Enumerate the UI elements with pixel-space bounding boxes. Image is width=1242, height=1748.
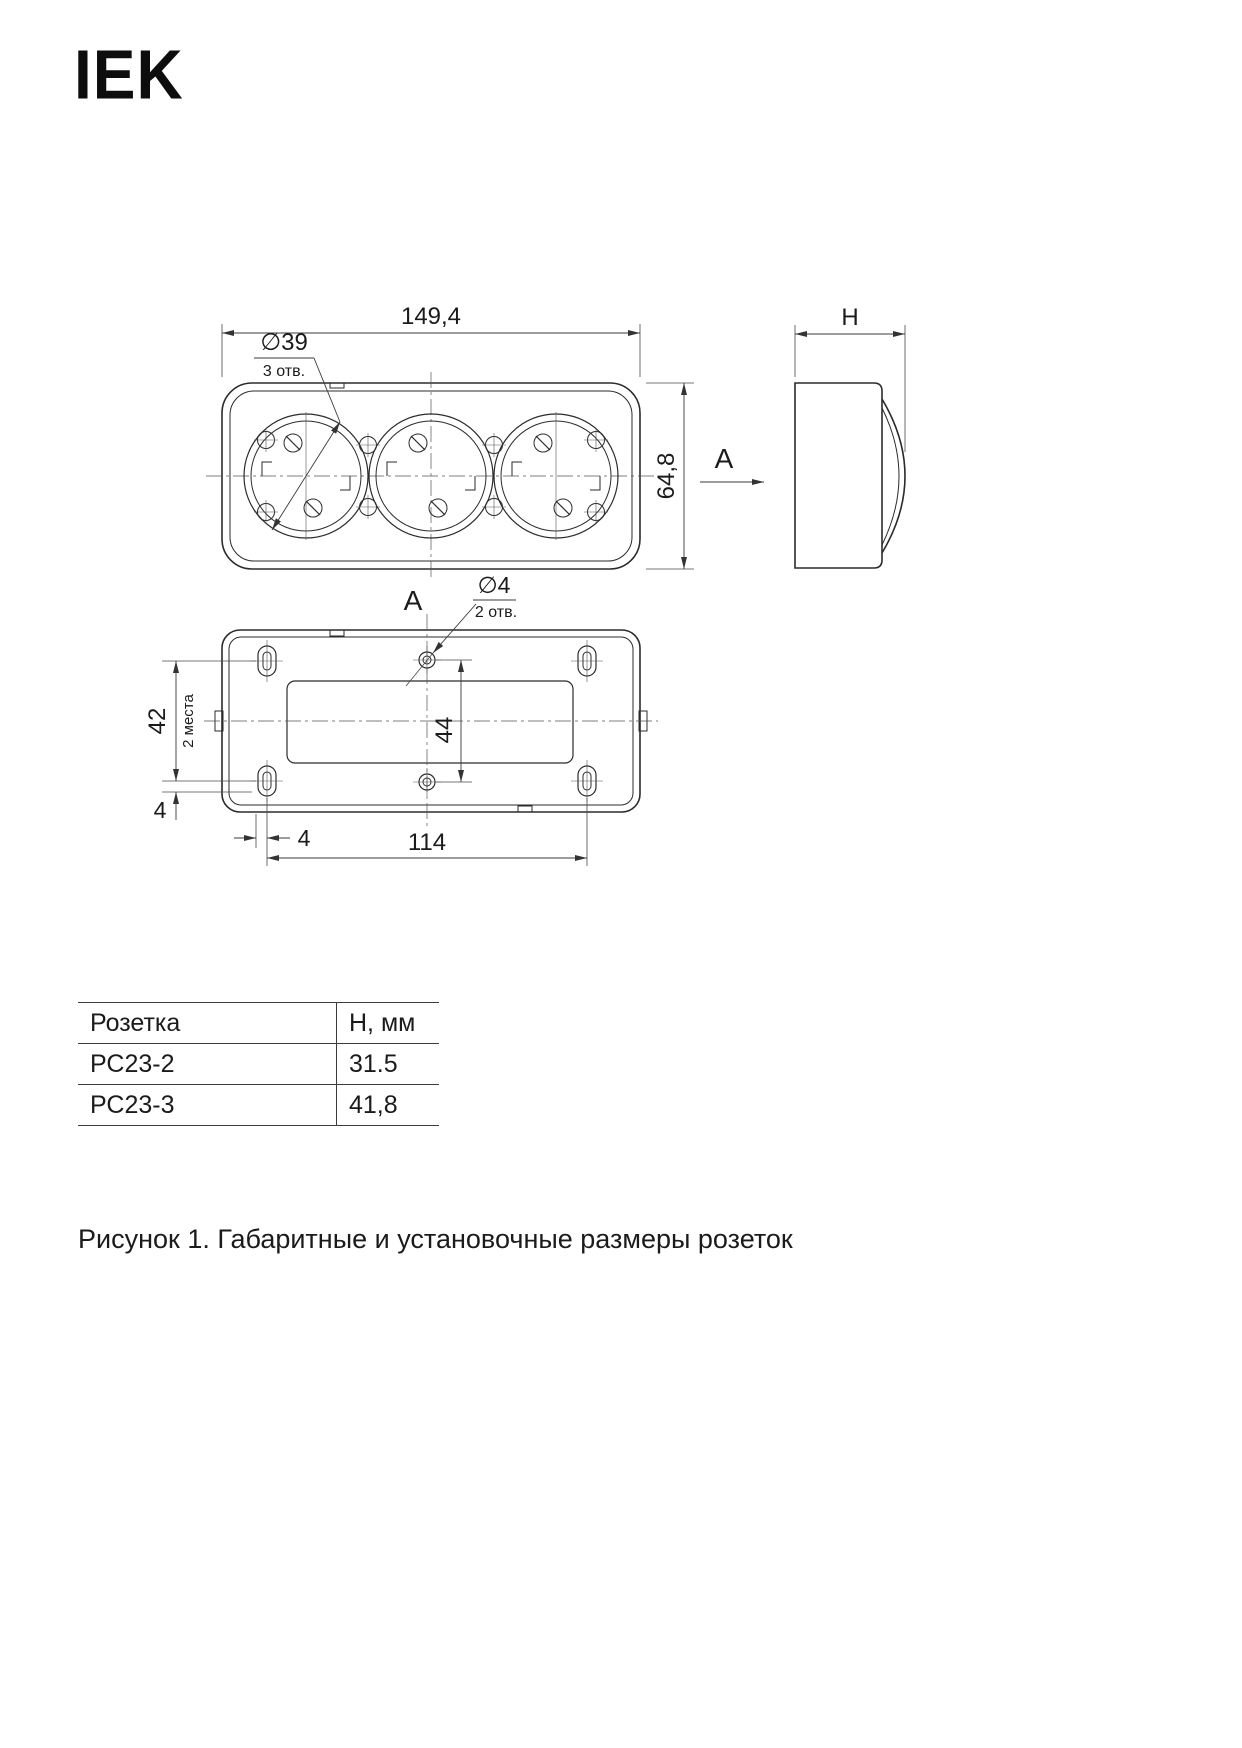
side-cover-arc xyxy=(881,398,906,554)
cable-channel xyxy=(286,680,574,764)
table-header-h: Н, мм xyxy=(336,1002,439,1044)
table-header-row: Розетка Н, мм xyxy=(78,1002,439,1044)
table-header-socket: Розетка xyxy=(78,1002,337,1044)
table-cell-socket-name: РС23-2 xyxy=(78,1043,337,1085)
side-body-outline xyxy=(794,382,883,569)
iek-logo: IEK xyxy=(74,35,184,114)
socket-3 xyxy=(493,412,619,540)
dim-h-label: H xyxy=(841,304,858,331)
table-cell-socket-name: РС23-3 xyxy=(78,1084,337,1126)
dia-4-label: ∅4 xyxy=(478,572,511,598)
figure-caption: Рисунок 1. Габаритные и установочные раз… xyxy=(78,1224,793,1254)
dim-114-label: 114 xyxy=(408,829,446,856)
side-view xyxy=(794,382,906,569)
dim-width-label: 149,4 xyxy=(401,303,461,330)
mounting-slot-bottom-right xyxy=(571,760,603,802)
socket-height-table: Розетка Н, мм РС23-2 31.5 РС23-3 41,8 xyxy=(78,1002,439,1126)
table-cell-h-value: 31.5 xyxy=(336,1043,439,1085)
table-row: РС23-2 31.5 xyxy=(78,1043,439,1085)
side-cover-inner-arc xyxy=(881,407,900,546)
mounting-slot-top-left xyxy=(251,640,283,682)
top-notch xyxy=(329,629,345,637)
front-top-notch xyxy=(329,382,345,389)
dia-4-note: 2 отв. xyxy=(475,604,517,621)
bottom-notch xyxy=(517,805,533,813)
table-row: РС23-3 41,8 xyxy=(78,1084,439,1126)
dim-height-label: 64,8 xyxy=(653,453,680,500)
socket-2 xyxy=(368,413,494,539)
bottom-view-dimensions: A ∅4 2 отв. 42 2 места 4 4 114 44 xyxy=(144,572,588,866)
side-view-dimensions: H xyxy=(794,304,906,452)
mounting-slot-top-right xyxy=(571,640,603,682)
front-view xyxy=(206,372,656,580)
dim-42-label: 42 xyxy=(144,708,171,735)
dim-4-vertical-label: 4 xyxy=(154,797,167,823)
front-view-dimensions: 149,4 ∅39 3 отв. 64,8 A xyxy=(221,303,764,570)
dim-44-label: 44 xyxy=(431,717,458,744)
dim-4-horizontal-label: 4 xyxy=(298,825,311,851)
dia-39-note: 3 отв. xyxy=(263,363,305,380)
bottom-body-inner-outline xyxy=(228,636,634,806)
section-a-label-front: A xyxy=(715,443,734,474)
section-a-label-bottom: A xyxy=(404,585,423,616)
bottom-view xyxy=(204,614,658,830)
mounting-slot-bottom-left xyxy=(251,760,283,802)
dim-42-note: 2 места xyxy=(180,693,197,747)
dia-39-label: ∅39 xyxy=(260,329,308,356)
table-cell-h-value: 41,8 xyxy=(336,1084,439,1126)
